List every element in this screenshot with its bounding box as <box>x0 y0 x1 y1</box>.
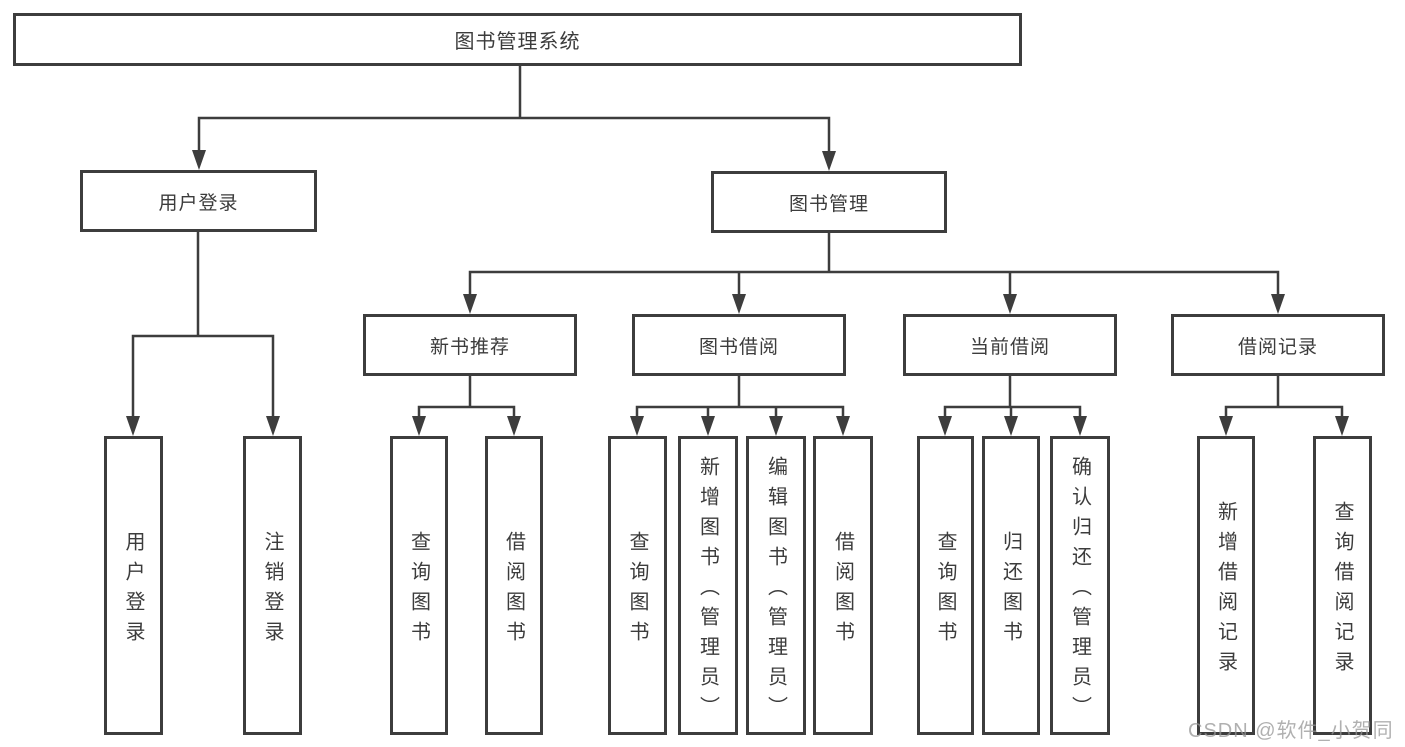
arrowhead <box>630 416 644 436</box>
arrowhead <box>701 416 715 436</box>
arrowhead <box>507 416 521 436</box>
arrowhead <box>1219 416 1233 436</box>
node-new-book-recommend: 新书推荐 <box>363 314 577 376</box>
connector-newbookrec-branch <box>417 376 516 420</box>
arrowhead <box>126 416 140 436</box>
leaf-edit-book-admin: 编辑图书（管理员） <box>746 436 806 735</box>
leaf-query-book-borrow: 查询图书 <box>608 436 667 735</box>
connector-bookborrow-branch <box>635 376 845 420</box>
arrowhead <box>1003 294 1017 314</box>
connector-level2-branch <box>197 116 831 153</box>
arrowhead <box>1271 294 1285 314</box>
arrowhead <box>836 416 850 436</box>
arrowhead <box>938 416 952 436</box>
arrowhead <box>463 294 477 314</box>
leaf-user-login: 用户登录 <box>104 436 163 735</box>
connector-userlogin-branch <box>131 334 275 420</box>
arrowhead <box>769 416 783 436</box>
arrowhead <box>266 416 280 436</box>
leaf-add-book-admin: 新增图书（管理员） <box>678 436 738 735</box>
node-book-management: 图书管理 <box>711 171 947 233</box>
leaf-borrow-book: 借阅图书 <box>813 436 873 735</box>
arrowhead <box>1004 416 1018 436</box>
arrowhead <box>1073 416 1087 436</box>
node-borrow-records: 借阅记录 <box>1171 314 1385 376</box>
arrowhead <box>412 416 426 436</box>
leaf-add-borrow-record: 新增借阅记录 <box>1197 436 1255 735</box>
node-root: 图书管理系统 <box>13 13 1022 66</box>
arrowhead <box>822 151 836 171</box>
arrowhead <box>192 150 206 170</box>
leaf-logout: 注销登录 <box>243 436 302 735</box>
leaf-query-book-recommend: 查询图书 <box>390 436 448 735</box>
node-current-borrow: 当前借阅 <box>903 314 1117 376</box>
leaf-query-borrow-record: 查询借阅记录 <box>1313 436 1372 735</box>
leaf-borrow-book-recommend: 借阅图书 <box>485 436 543 735</box>
connector-borrowrecords-branch <box>1224 376 1344 420</box>
leaf-query-book-current: 查询图书 <box>917 436 974 735</box>
node-user-login: 用户登录 <box>80 170 317 232</box>
leaf-confirm-return-admin: 确认归还（管理员） <box>1050 436 1110 735</box>
arrowheads <box>126 150 1349 436</box>
arrowhead <box>1335 416 1349 436</box>
leaf-return-book: 归还图书 <box>982 436 1040 735</box>
connector-level3-branch <box>468 270 1280 298</box>
arrowhead <box>732 294 746 314</box>
node-book-borrow: 图书借阅 <box>632 314 846 376</box>
connector-currentborrow-branch <box>943 376 1082 420</box>
